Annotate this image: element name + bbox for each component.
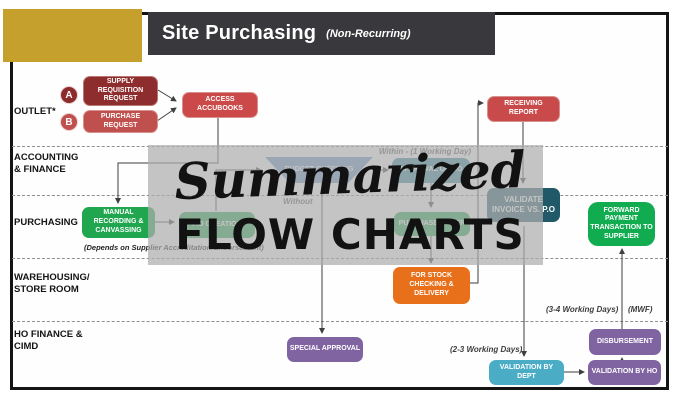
annotation-3-4-working-days: (3-4 Working Days)	[546, 305, 619, 314]
lane-label-ho-finance-cimd: HO FINANCE & CIMD	[14, 329, 83, 352]
node-label: MANUAL RECORDING & CANVASSING	[93, 209, 144, 234]
node-label: FOR STOCK CHECKING & DELIVERY	[409, 272, 454, 297]
watermark-panel	[148, 145, 543, 265]
node-label: PURCHASE REQUEST	[100, 112, 141, 129]
node-label: ACCESS ACCUBOOKS	[197, 96, 243, 112]
node-label: SUPPLY REQUISITION REQUEST	[97, 77, 144, 103]
flow-node-forward-payment-to-supplier: FORWARD PAYMENT TRANSACTION TO SUPPLIER	[588, 202, 655, 246]
gold-accent-bar	[3, 9, 142, 62]
flow-node-special-approval: SPECIAL APPROVAL	[287, 337, 363, 362]
flow-node-for-stock-checking-delivery: FOR STOCK CHECKING & DELIVERY	[393, 267, 470, 304]
flow-node-receiving-report: RECEIVING REPORT	[487, 96, 560, 122]
flow-node-access-accubooks: ACCESS ACCUBOOKS	[182, 92, 258, 118]
node-label: DISBURSEMENT	[596, 337, 653, 345]
flow-node-validation-by-dept: VALIDATION BY DEPT	[489, 360, 564, 385]
lane-label-purchasing: PURCHASING	[14, 217, 78, 228]
annotation-2-3-working-days: (2-3 Working Days)	[450, 345, 523, 354]
watermark-block-text: FLOW CHARTS	[175, 210, 525, 259]
lane-divider	[12, 321, 668, 322]
page-subtitle: (Non-Recurring)	[326, 27, 411, 40]
flow-node-supply-requisition-request: SUPPLY REQUISITION REQUEST	[83, 76, 158, 106]
node-label: FORWARD PAYMENT TRANSACTION TO SUPPLIER	[590, 206, 653, 240]
node-label: VALIDATION BY DEPT	[499, 363, 554, 380]
step-marker-a: A	[60, 86, 78, 104]
lane-label-accounting-finance: ACCOUNTING & FINANCE	[14, 152, 79, 175]
node-label: SPECIAL APPROVAL	[289, 345, 361, 353]
page-title: Site Purchasing	[162, 22, 317, 44]
flow-node-validation-by-ho: VALIDATION BY HO	[588, 360, 661, 385]
node-label: VALIDATION BY HO	[591, 368, 658, 376]
node-label: RECEIVING REPORT	[504, 100, 543, 116]
flow-node-manual-recording-canvassing: MANUAL RECORDING & CANVASSING	[82, 207, 155, 238]
lane-label-warehousing-storeroom: WAREHOUSING/ STORE ROOM	[14, 272, 90, 295]
flow-node-purchase-request: PURCHASE REQUEST	[83, 110, 158, 133]
step-marker-b: B	[60, 113, 78, 131]
slide-header: Site Purchasing (Non-Recurring)	[148, 12, 495, 55]
lane-label-outlet: OUTLET*	[14, 106, 56, 117]
flow-node-disbursement: DISBURSEMENT	[589, 329, 661, 355]
annotation-mwf: (MWF)	[628, 305, 653, 314]
